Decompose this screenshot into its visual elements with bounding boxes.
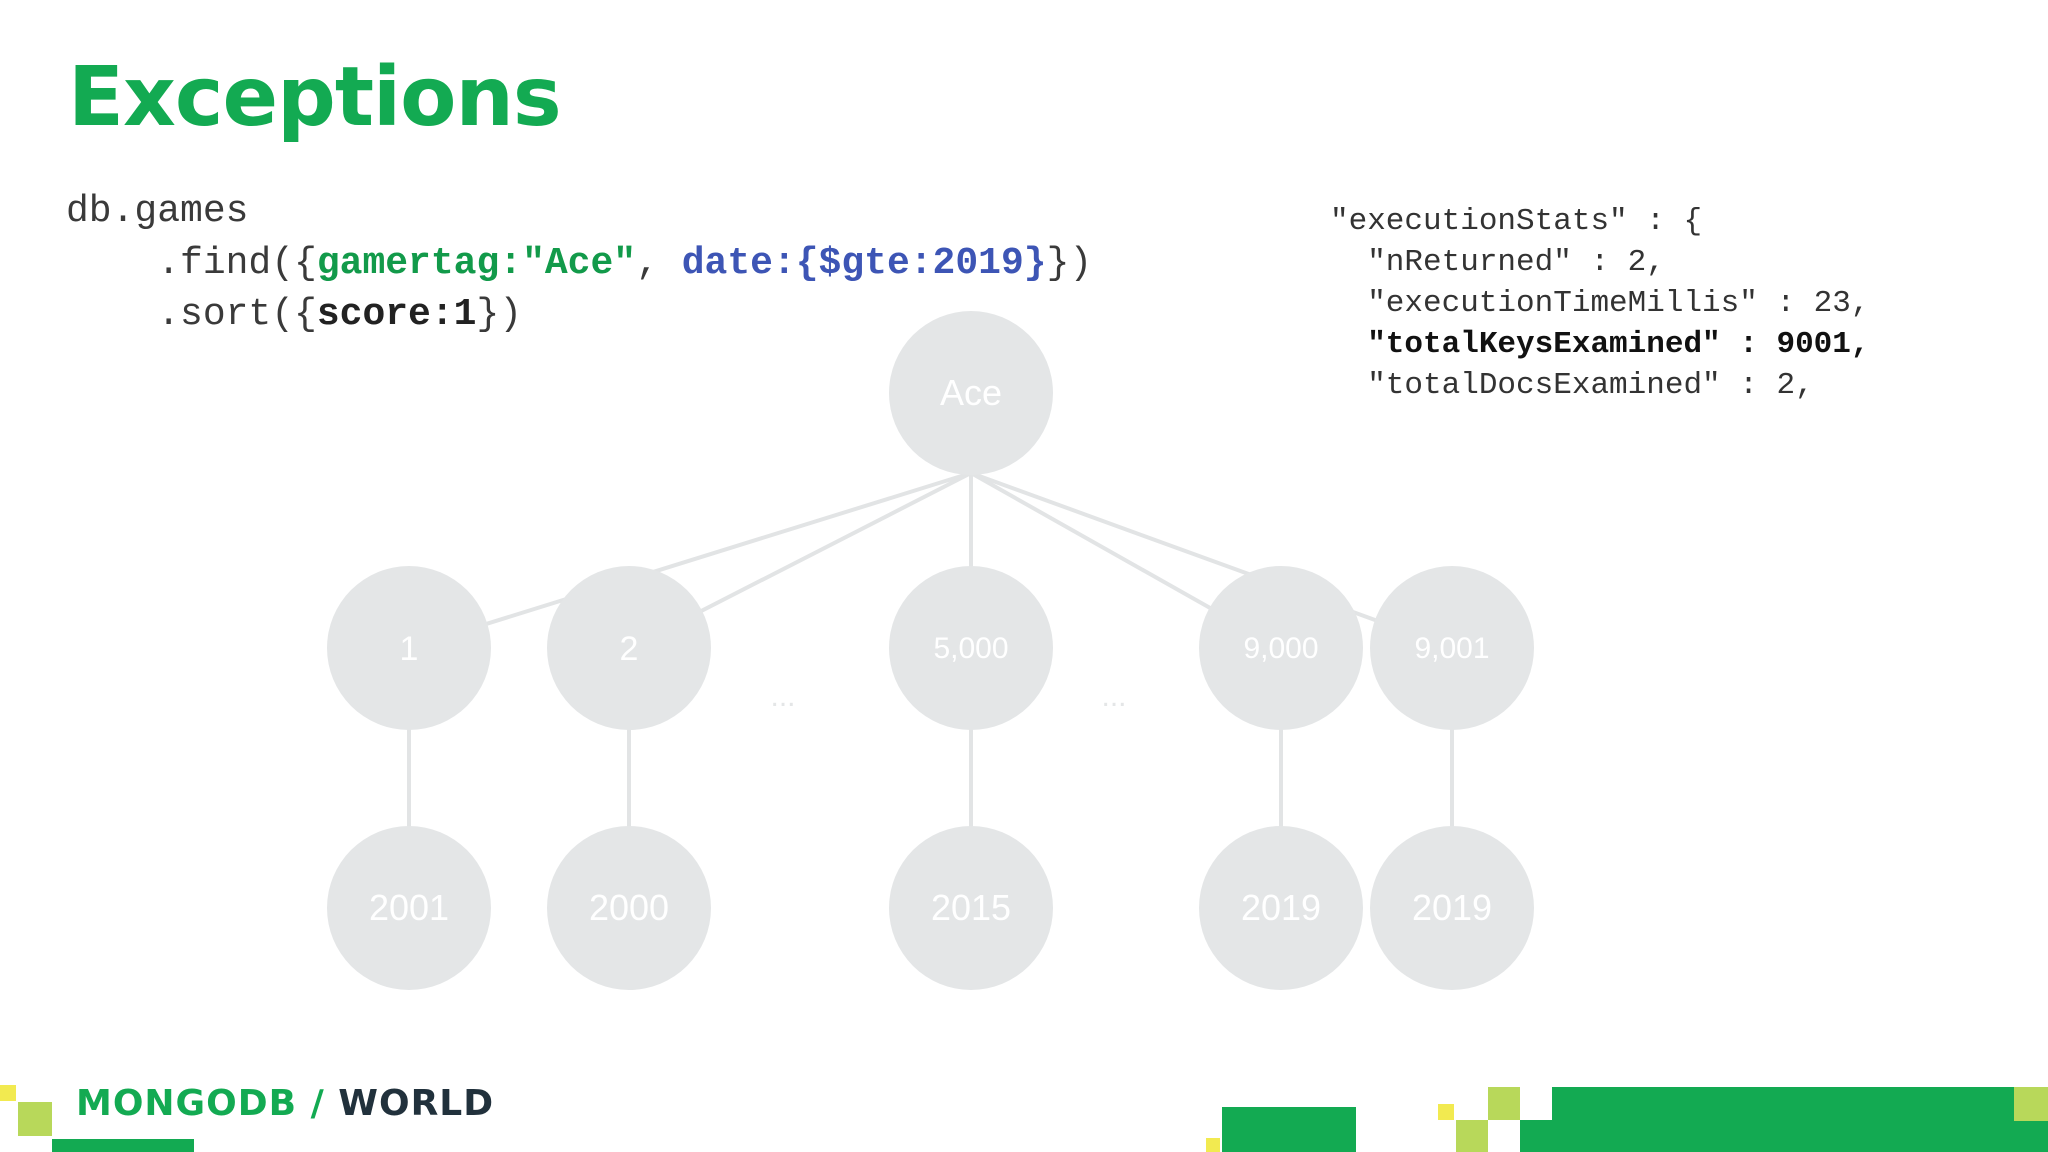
query-find-suffix: }) [1046,241,1093,285]
date-node-2019-b [1370,826,1534,990]
score-label-9001: 9,001 [1414,632,1489,665]
mongodb-world-logo: MONGODB / WORLD [76,1083,494,1124]
date-node-2019-a [1199,826,1363,990]
date-label-2019-a: 2019 [1241,887,1321,928]
stats-n-returned: "nReturned" : 2, [1330,245,1665,280]
query-find-prefix: .find({ [66,241,317,285]
date-label-2000: 2000 [589,887,669,928]
logo-mongodb-text: MONGODB / [76,1083,339,1124]
logo-world-w: W [338,1083,379,1124]
query-gamertag-filter: gamertag:"Ace" [316,241,637,285]
score-node-9000 [1199,566,1363,730]
query-find-separator: , [636,241,682,285]
score-label-2: 2 [620,630,639,668]
query-sort-score: score:1 [316,293,477,336]
footer-pixel-green-2 [2014,1121,2048,1152]
stats-total-keys-value: : 9001, [1720,327,1870,362]
footer-block-green-2 [1552,1087,2014,1152]
tree-nodes [327,311,1534,990]
query-date-filter: date:{$gte:2019} [681,241,1047,285]
score-label-9000: 9,000 [1243,632,1318,665]
score-label-5000: 5,000 [933,632,1008,665]
date-node-2000 [547,826,711,990]
score-node-2 [547,566,711,730]
query-sort-suffix: }) [476,293,523,336]
score-node-1 [327,566,491,730]
footer-pixel-lime-4 [2014,1087,2048,1121]
execution-stats-block: "executionStats" : { "nReturned" : 2, "e… [1330,201,1870,406]
ellipsis-left: ... [770,680,795,713]
date-node-2015 [889,826,1053,990]
query-line-db-games: db.games [66,190,249,233]
stats-open: "executionStats" : { [1330,204,1703,239]
footer-pixel-lime [18,1102,52,1136]
edge-root-score-1 [408,471,972,650]
query-sort-prefix: .sort({ [66,293,317,336]
footer-pixel-yellow [0,1085,16,1101]
footer-pixel-yellow-2 [1206,1138,1220,1152]
logo-world-mark: O [378,1083,411,1124]
footer-block-green-1 [1222,1107,1356,1152]
root-node [889,311,1053,475]
footer-pixel-yellow-3 [1438,1104,1454,1120]
footer-pixel-lime-2 [1456,1120,1488,1152]
edge-root-score-9001 [970,471,1453,650]
slide-title: Exceptions [68,50,562,145]
stats-total-docs: "totalDocsExamined" : 2, [1330,368,1814,403]
footer-pixel-green [1520,1120,1552,1152]
stats-execution-time: "executionTimeMillis" : 23, [1330,286,1870,321]
score-label-1: 1 [400,630,419,668]
date-label-2001: 2001 [369,887,449,928]
date-node-2001 [327,826,491,990]
root-node-label: Ace [940,372,1002,413]
stats-total-keys-key: "totalKeysExamined" [1330,327,1721,362]
query-code-block: db.games .find({gamertag:"Ace", date:{$g… [66,186,1092,341]
score-node-9001 [1370,566,1534,730]
footer-pixel-lime-3 [1488,1087,1520,1120]
footer-green-bar [52,1139,194,1152]
date-label-2015: 2015 [931,887,1011,928]
date-label-2019-b: 2019 [1412,887,1492,928]
logo-world-rld: RLD [410,1083,495,1124]
score-node-5000 [889,566,1053,730]
ellipsis-right: ... [1101,680,1126,713]
